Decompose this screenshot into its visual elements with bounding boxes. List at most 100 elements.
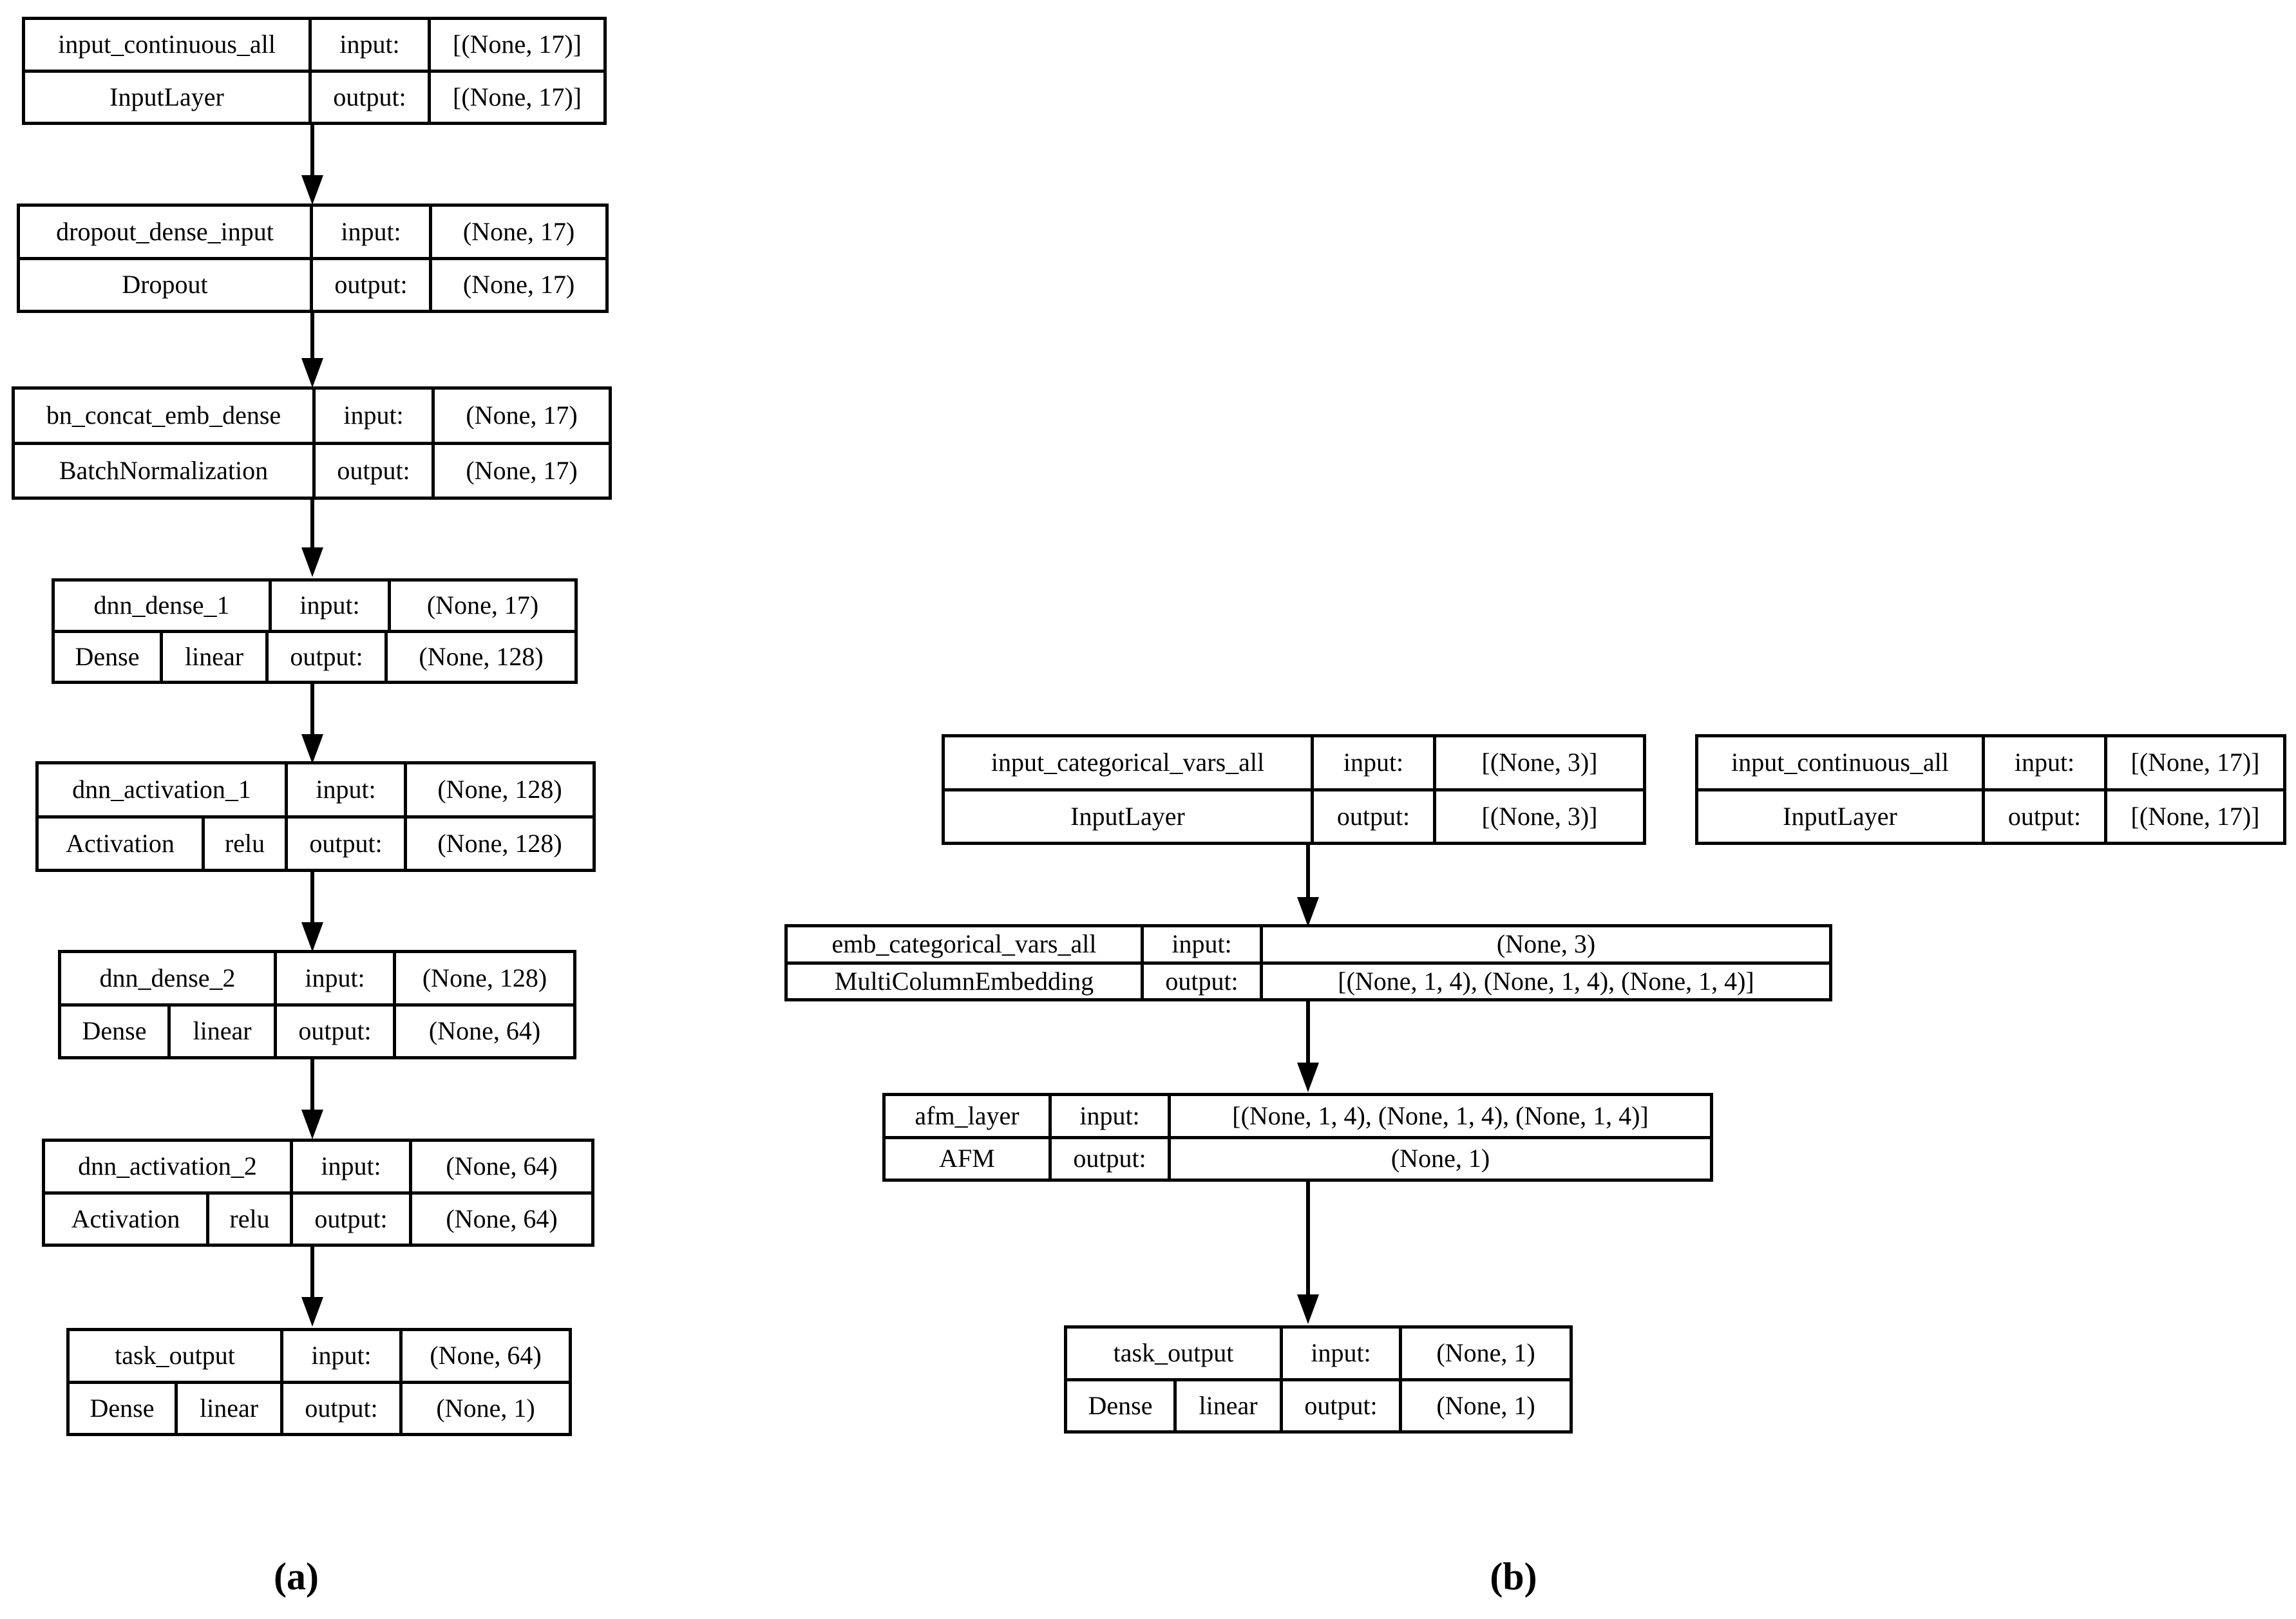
- edge-line: [1306, 1182, 1310, 1298]
- node-output-shape: [(None, 3)]: [1433, 791, 1643, 842]
- edge-arrowhead: [301, 734, 323, 764]
- node-row-input: task_output input: (None, 64): [70, 1331, 569, 1381]
- node-input-continuous-all[interactable]: input_continuous_all input: [(None, 17)]…: [22, 17, 607, 125]
- node-input-label: input:: [290, 1142, 409, 1191]
- node-layer-name: bn_concat_emb_dense: [46, 401, 281, 430]
- node-output-shape: [(None, 17)]: [428, 72, 603, 122]
- node-afm-layer[interactable]: afm_layer input: [(None, 1, 4), (None, 1…: [882, 1093, 1713, 1182]
- node-input-label: input:: [285, 764, 404, 815]
- node-input-shape: [(None, 17)]: [2104, 737, 2283, 788]
- edge-arrowhead: [301, 547, 323, 577]
- node-row-output: Dense linear output: (None, 128): [55, 629, 574, 681]
- node-input-shape: [(None, 1, 4), (None, 1, 4), (None, 1, 4…: [1168, 1096, 1710, 1136]
- node-output-shape: [(None, 1, 4), (None, 1, 4), (None, 1, 4…: [1260, 964, 1829, 998]
- node-output-label: output:: [274, 1006, 393, 1056]
- node-input-shape: (None, 3): [1260, 927, 1829, 961]
- node-task-output-b[interactable]: task_output input: (None, 1) Dense linea…: [1064, 1325, 1573, 1434]
- node-row-input: dnn_activation_2 input: (None, 64): [45, 1142, 591, 1191]
- node-row-output: Dense linear output: (None, 64): [61, 1003, 573, 1056]
- node-input-label: input:: [1048, 1096, 1168, 1136]
- edge-line: [1306, 1001, 1310, 1066]
- node-class-name: Dense: [1088, 1390, 1153, 1420]
- node-task-output[interactable]: task_output input: (None, 64) Dense line…: [66, 1328, 572, 1436]
- node-row-input: afm_layer input: [(None, 1, 4), (None, 1…: [886, 1096, 1710, 1136]
- node-activation-name: linear: [167, 1006, 274, 1056]
- node-row-input: bn_concat_emb_dense input: (None, 17): [15, 390, 609, 442]
- node-output-label: output:: [290, 1194, 409, 1244]
- node-output-label: output:: [280, 1383, 399, 1433]
- node-dnn-activation-2[interactable]: dnn_activation_2 input: (None, 64) Activ…: [42, 1139, 594, 1247]
- node-dnn-dense-1[interactable]: dnn_dense_1 input: (None, 17) Dense line…: [52, 578, 578, 684]
- node-class-name: InputLayer: [1070, 801, 1185, 831]
- edge-arrowhead: [1297, 1294, 1319, 1324]
- node-class-name: Activation: [66, 828, 175, 858]
- node-input-shape: (None, 17): [429, 207, 605, 257]
- panel-caption-a: (a): [274, 1555, 319, 1598]
- node-class-name: Dense: [75, 641, 140, 671]
- node-row-output: BatchNormalization output: (None, 17): [15, 441, 609, 497]
- node-layer-name: dnn_activation_1: [72, 775, 251, 804]
- node-input-categorical-vars-all[interactable]: input_categorical_vars_all input: [(None…: [942, 734, 1646, 845]
- edge-arrowhead: [1297, 897, 1319, 927]
- edge-line: [310, 125, 314, 180]
- node-layer-name: input_continuous_all: [58, 30, 276, 59]
- node-input-continuous-all-b[interactable]: input_continuous_all input: [(None, 17)]…: [1695, 734, 2286, 845]
- node-layer-name: afm_layer: [915, 1101, 1020, 1130]
- node-activation-name: relu: [202, 818, 285, 869]
- node-input-label: input:: [269, 582, 388, 630]
- node-input-label: input:: [1280, 1329, 1399, 1378]
- node-class-name: InputLayer: [1783, 801, 1897, 831]
- node-row-output: Dropout output: (None, 17): [20, 256, 605, 310]
- node-dropout-dense-input[interactable]: dropout_dense_input input: (None, 17) Dr…: [17, 204, 609, 313]
- edge-arrowhead: [301, 922, 323, 952]
- node-class-name: BatchNormalization: [59, 455, 269, 485]
- node-row-input: dnn_dense_1 input: (None, 17): [55, 582, 574, 630]
- node-dnn-activation-1[interactable]: dnn_activation_1 input: (None, 128) Acti…: [35, 761, 596, 872]
- node-dnn-dense-2[interactable]: dnn_dense_2 input: (None, 128) Dense lin…: [58, 950, 576, 1059]
- node-row-output: InputLayer output: [(None, 17)]: [25, 69, 603, 122]
- node-output-label: output:: [1141, 964, 1260, 998]
- node-row-input: dropout_dense_input input: (None, 17): [20, 207, 605, 257]
- node-input-shape: (None, 128): [393, 953, 573, 1003]
- node-layer-name: input_continuous_all: [1731, 748, 1949, 777]
- node-input-label: input:: [312, 390, 432, 442]
- node-layer-name: task_output: [1113, 1338, 1234, 1368]
- node-output-label: output:: [285, 818, 404, 869]
- node-class-name: InputLayer: [109, 82, 224, 111]
- node-row-output: Dense linear output: (None, 1): [70, 1380, 569, 1433]
- node-bn-concat-emb-dense[interactable]: bn_concat_emb_dense input: (None, 17) Ba…: [12, 386, 612, 500]
- node-input-shape: (None, 17): [388, 582, 574, 630]
- node-emb-categorical-vars-all[interactable]: emb_categorical_vars_all input: (None, 3…: [784, 924, 1832, 1001]
- edge-line: [310, 313, 314, 368]
- node-row-input: dnn_activation_1 input: (None, 128): [39, 764, 593, 815]
- node-output-label: output:: [1280, 1381, 1399, 1430]
- edge-arrowhead: [301, 1297, 323, 1327]
- node-class-name: Dense: [90, 1393, 155, 1423]
- node-input-shape: (None, 64): [399, 1331, 569, 1381]
- node-output-shape: (None, 1): [399, 1383, 569, 1433]
- node-layer-name: input_categorical_vars_all: [991, 748, 1265, 777]
- node-row-output: AFM output: (None, 1): [886, 1135, 1710, 1179]
- panel-caption-b: (b): [1490, 1555, 1537, 1598]
- edge-line: [310, 1059, 314, 1115]
- node-row-input: input_continuous_all input: [(None, 17)]: [1698, 737, 2283, 788]
- node-input-shape: (None, 17): [432, 390, 609, 442]
- node-activation-name: linear: [1173, 1381, 1280, 1430]
- node-layer-name: task_output: [115, 1341, 235, 1370]
- node-activation-name: linear: [175, 1383, 280, 1433]
- node-output-shape: (None, 64): [393, 1006, 573, 1056]
- node-row-output: Activation relu output: (None, 64): [45, 1191, 591, 1244]
- node-layer-name: dnn_activation_2: [78, 1151, 257, 1181]
- node-row-input: task_output input: (None, 1): [1067, 1329, 1570, 1378]
- node-input-shape: (None, 64): [409, 1142, 591, 1191]
- node-row-output: InputLayer output: [(None, 3)]: [945, 788, 1643, 842]
- node-layer-name: dnn_dense_1: [93, 591, 230, 620]
- node-row-input: input_categorical_vars_all input: [(None…: [945, 737, 1643, 788]
- node-input-shape: [(None, 3)]: [1433, 737, 1643, 788]
- node-output-shape: (None, 128): [404, 818, 593, 869]
- node-row-output: Dense linear output: (None, 1): [1067, 1378, 1570, 1430]
- node-output-shape: (None, 128): [384, 632, 574, 681]
- node-input-shape: (None, 128): [404, 764, 593, 815]
- node-output-label: output:: [265, 632, 384, 681]
